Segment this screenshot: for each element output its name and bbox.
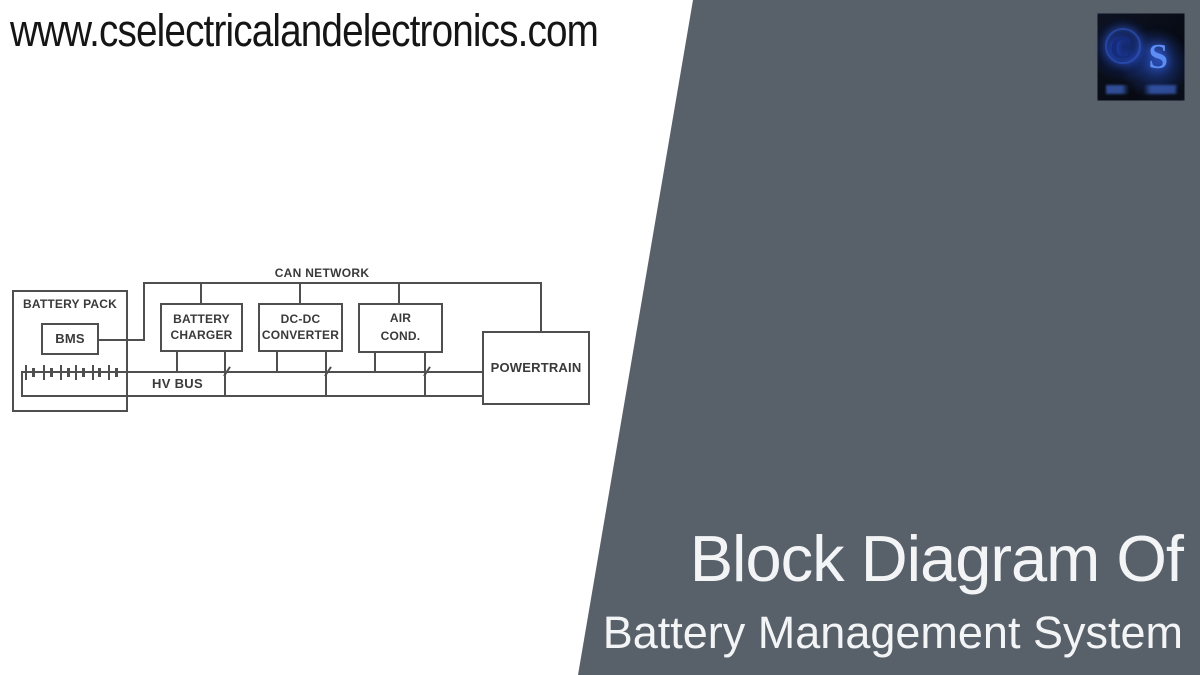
can-drop-to-charger	[200, 282, 202, 303]
logo-letter-c: C	[1110, 30, 1133, 65]
can-drop-to-aircond	[398, 282, 400, 303]
air-cond-label-line2: COND.	[380, 329, 421, 344]
charger-positive-drop	[176, 352, 178, 371]
page-subtitle: Battery Management System	[602, 607, 1183, 658]
battery-charger-block: BATTERY CHARGER	[160, 303, 243, 352]
battery-pack-label: BATTERY PACK	[23, 297, 117, 311]
dc-dc-label-line2: CONVERTER	[261, 327, 340, 342]
battery-charger-label-line2: CHARGER	[170, 327, 233, 342]
bms-label: BMS	[55, 330, 85, 346]
powertrain-label: POWERTRAIN	[490, 359, 582, 375]
can-drop-to-bms	[143, 282, 145, 341]
cell-stroke	[67, 368, 70, 377]
cell-stroke	[50, 368, 53, 377]
cell-stroke	[32, 368, 35, 377]
can-drop-to-powertrain	[540, 282, 542, 331]
can-network-label: CAN NETWORK	[274, 266, 370, 280]
battery-negative-riser	[21, 371, 23, 397]
logo-signature-mark	[1106, 85, 1178, 94]
title-block: Block Diagram Of Battery Management Syst…	[602, 522, 1184, 658]
hv-return-line	[21, 395, 482, 397]
logo-ring-icon	[1105, 28, 1141, 64]
aircond-positive-drop	[374, 353, 376, 371]
cell-stroke	[108, 365, 110, 380]
dc-dc-converter-block: DC-DC CONVERTER	[258, 303, 343, 352]
cs-logo: C S	[1097, 13, 1185, 101]
battery-charger-label-line1: BATTERY	[173, 311, 230, 326]
cell-stroke	[60, 365, 62, 380]
cell-stroke	[25, 365, 27, 380]
cell-stroke	[82, 368, 85, 377]
powertrain-block: POWERTRAIN	[482, 331, 590, 405]
logo-letter-s: S	[1148, 37, 1168, 76]
hv-bus-line	[21, 371, 482, 373]
can-network-line	[144, 282, 542, 284]
dcdc-positive-drop	[276, 352, 278, 371]
bms-block: BMS	[41, 323, 99, 355]
cell-stroke	[75, 365, 77, 380]
dc-dc-label-line1: DC-DC	[280, 311, 321, 326]
can-drop-to-dcdc	[299, 282, 301, 303]
page-title: Block Diagram Of	[689, 522, 1184, 595]
hv-bus-label: HV BUS	[152, 376, 203, 391]
air-cond-label-line1: AIR	[389, 310, 412, 325]
battery-pack-block: BATTERY PACK	[12, 290, 128, 412]
air-cond-block: AIR COND.	[358, 303, 443, 353]
website-watermark: www.cselectricalandelectronics.com	[10, 5, 599, 56]
cell-stroke	[43, 365, 45, 380]
cell-stroke	[92, 365, 94, 380]
cell-stroke	[115, 368, 118, 377]
cell-stroke	[98, 368, 101, 377]
bms-can-link	[99, 339, 145, 341]
